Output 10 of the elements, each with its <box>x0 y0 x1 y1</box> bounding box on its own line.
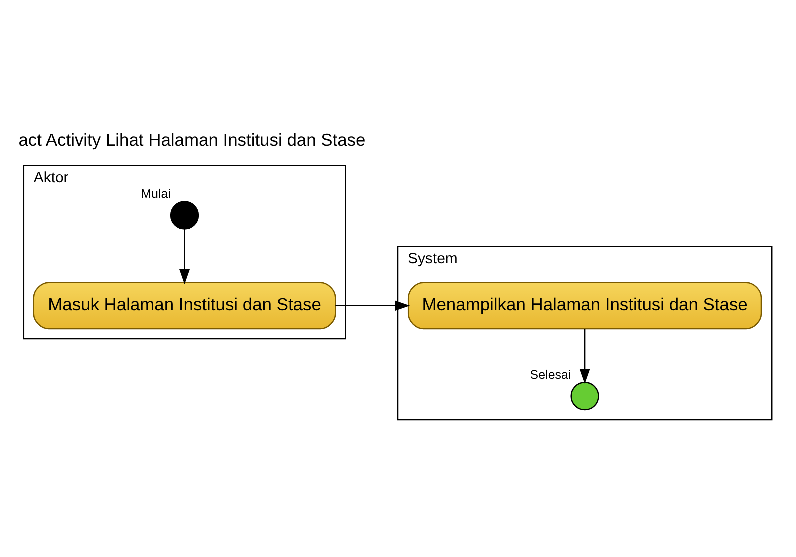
diagram-title: act Activity Lihat Halaman Institusi dan Stase <box>18 130 366 150</box>
arrow <box>180 229 190 284</box>
node-label: Selesai <box>530 368 572 382</box>
node-circle <box>170 201 200 230</box>
arrow <box>336 300 410 312</box>
node-circle <box>570 382 600 411</box>
arrow <box>580 329 590 384</box>
node-box: Menampilkan Halaman Institusi dan Stase <box>408 282 762 330</box>
node-label: Mulai <box>141 187 171 202</box>
node-box: Masuk Halaman Institusi dan Stase <box>33 282 336 330</box>
